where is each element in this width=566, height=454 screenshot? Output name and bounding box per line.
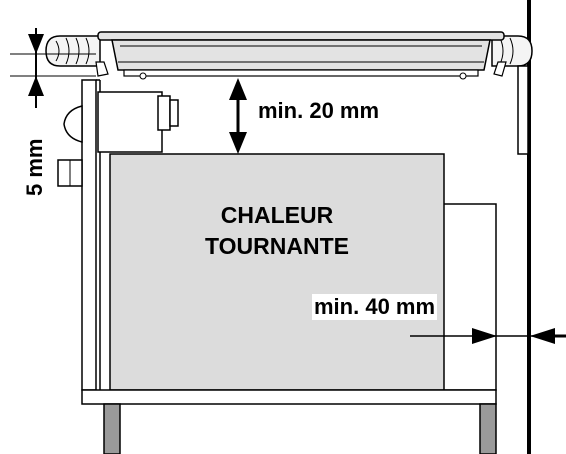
hob	[95, 31, 507, 80]
dim-label-5mm: 5 mm	[22, 138, 47, 196]
dim-arrow-40mm	[410, 328, 566, 344]
oven-label-line2: TOURNANTE	[205, 233, 349, 259]
oven-label-line1: CHALEUR	[220, 202, 334, 228]
dim-label-20mm: min. 20 mm	[258, 98, 380, 123]
control-knob	[57, 91, 179, 187]
worktop-left	[45, 35, 101, 67]
right-panel	[517, 65, 529, 155]
dim-arrow-5mm	[10, 28, 96, 108]
dim-arrow-20mm	[229, 78, 247, 154]
rear-cabinet	[439, 203, 497, 391]
dim-label-40mm: min. 40 mm	[312, 294, 438, 320]
oven-body	[109, 153, 445, 391]
leg-right	[479, 403, 497, 454]
leg-left	[103, 403, 121, 454]
cabinet-base	[81, 389, 497, 405]
oven-label: CHALEUR TOURNANTE	[110, 200, 444, 262]
